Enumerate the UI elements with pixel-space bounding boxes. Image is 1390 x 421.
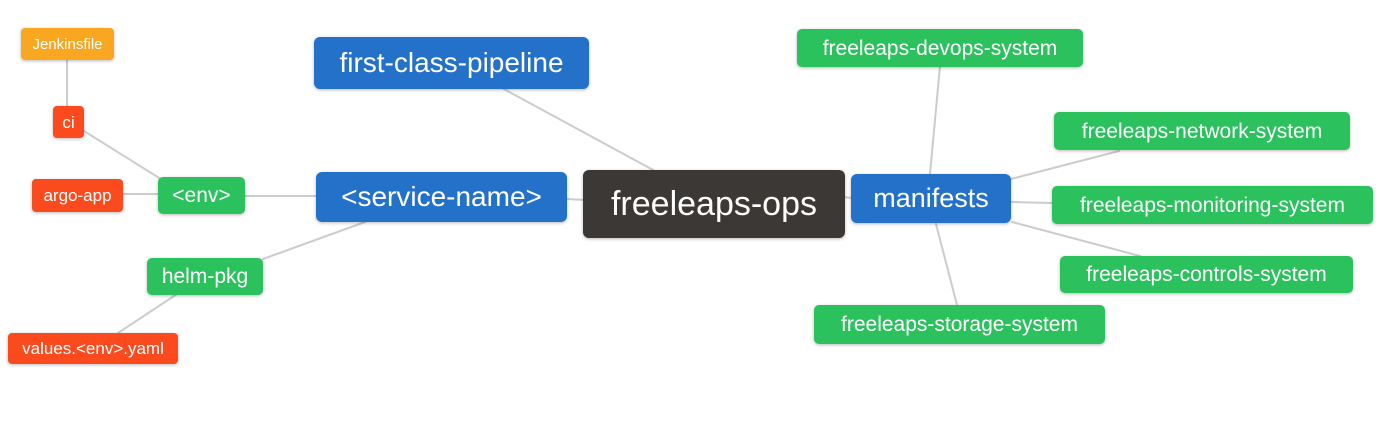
node-helm-pkg[interactable]: helm-pkg <box>147 258 263 295</box>
node-freeleaps-controls-system[interactable]: freeleaps-controls-system <box>1060 256 1353 293</box>
edge-manifests--freeleaps-controls-system <box>1011 221 1141 257</box>
node-ci[interactable]: ci <box>53 106 84 138</box>
node-first-class-pipeline[interactable]: first-class-pipeline <box>314 37 589 89</box>
node-freeleaps-network-system[interactable]: freeleaps-network-system <box>1054 112 1350 150</box>
node-values-env-yaml[interactable]: values.<env>.yaml <box>8 333 178 364</box>
edge-helm-pkg--values-env-yaml <box>117 293 178 334</box>
edge-manifests--freeleaps-monitoring-system <box>1010 201 1053 204</box>
node-jenkinsfile[interactable]: Jenkinsfile <box>21 28 114 60</box>
node-manifests[interactable]: manifests <box>851 174 1011 223</box>
edge-manifests--freeleaps-devops-system <box>929 65 941 175</box>
node-service-name[interactable]: <service-name> <box>316 172 567 222</box>
edge-service-name--freeleaps-ops <box>566 198 586 201</box>
edge-ci--env <box>83 130 165 182</box>
node-env[interactable]: <env> <box>158 177 245 214</box>
node-freeleaps-devops-system[interactable]: freeleaps-devops-system <box>797 29 1083 67</box>
node-freeleaps-storage-system[interactable]: freeleaps-storage-system <box>814 305 1105 344</box>
edge-manifests--freeleaps-storage-system <box>935 223 958 306</box>
node-freeleaps-ops[interactable]: freeleaps-ops <box>583 170 845 238</box>
node-argo-app[interactable]: argo-app <box>32 179 123 212</box>
node-freeleaps-monitoring-system[interactable]: freeleaps-monitoring-system <box>1052 186 1373 224</box>
edge-service-name--helm-pkg <box>262 221 366 260</box>
edge-manifests--freeleaps-network-system <box>1010 150 1120 180</box>
edge-first-class-pipeline--freeleaps-ops <box>501 87 656 172</box>
